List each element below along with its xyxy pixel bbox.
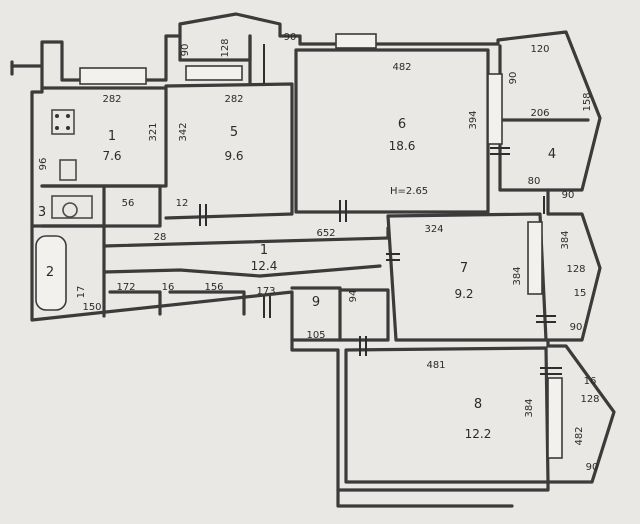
bathtub — [35, 235, 67, 311]
windows — [35, 33, 563, 459]
room-number: 8 — [474, 397, 482, 412]
room-number: 1 — [260, 243, 268, 258]
dimension-label: 16 — [584, 376, 597, 387]
dimension-label: 16 — [162, 282, 175, 293]
dimension-label: 90 — [508, 72, 519, 85]
dimension-label: 158 — [582, 92, 593, 111]
room-number: 5 — [230, 125, 238, 140]
room-area: 18.6 — [389, 139, 416, 153]
dimension-label: 394 — [468, 110, 479, 129]
dimension-label: 17 — [76, 286, 87, 299]
dimension-label: 90 — [586, 462, 599, 473]
dimension-label: 105 — [306, 330, 325, 341]
room-labels: 1 7.6 5 9.6 6 18.6 2 3 4 7 9.2 8 12.2 1 … — [38, 117, 556, 441]
sink-icon — [59, 159, 77, 181]
dimension-label: 128 — [580, 394, 599, 405]
dimension-label: 15 — [574, 288, 587, 299]
dimension-label: 94 — [348, 290, 359, 303]
dimension-label: 652 — [316, 228, 335, 239]
window-3 — [335, 33, 377, 49]
dimension-label: 90 — [562, 190, 575, 201]
room-number: 7 — [460, 261, 468, 276]
room-area: 12.2 — [465, 427, 492, 441]
room-number: 1 — [108, 129, 116, 144]
dimension-label: 80 — [528, 176, 541, 187]
window-5 — [527, 221, 543, 295]
room-area: 9.2 — [454, 287, 473, 301]
dimension-label: 282 — [102, 94, 121, 105]
room-number: 3 — [38, 205, 46, 220]
room-number: 4 — [548, 147, 556, 162]
dimension-label: 120 — [530, 44, 549, 55]
room-number: 9 — [312, 295, 320, 310]
dimension-label: 282 — [224, 94, 243, 105]
dimension-label: 321 — [148, 122, 159, 141]
dimension-label: 481 — [426, 360, 445, 371]
dimension-label: 206 — [530, 108, 549, 119]
dimension-label: 482 — [574, 426, 585, 445]
room-area: 12.4 — [251, 259, 278, 273]
dimension-label: 173 — [256, 286, 275, 297]
dimension-label: 342 — [178, 122, 189, 141]
window-2 — [185, 65, 243, 81]
window-6 — [547, 377, 563, 459]
room-number: 6 — [398, 117, 406, 132]
dimension-label: 90 — [284, 32, 297, 43]
window-1 — [79, 67, 147, 85]
dimension-label: 324 — [424, 224, 443, 235]
dimension-label: 28 — [154, 232, 167, 243]
dimension-label: 150 — [82, 302, 101, 313]
dimension-label: 156 — [204, 282, 223, 293]
stove-icon — [51, 109, 75, 135]
toilet-icon — [62, 202, 78, 218]
dimension-label: 90 — [180, 44, 191, 57]
door-marks — [199, 44, 562, 375]
window-4 — [487, 73, 503, 145]
dimension-label: 90 — [570, 322, 583, 333]
room-area: 9.6 — [224, 149, 243, 163]
dimension-label: 12 — [176, 198, 189, 209]
dimension-label: 172 — [116, 282, 135, 293]
dimension-label: 384 — [560, 230, 571, 249]
dimension-label: 56 — [122, 198, 135, 209]
dimension-labels: 282 282 482 342 321 394 120 206 90 90 80… — [38, 32, 600, 473]
ceiling-height-note: H=2.65 — [390, 186, 428, 197]
dimension-label: 482 — [392, 62, 411, 73]
dimension-label: 96 — [38, 158, 49, 171]
dimension-label: 384 — [512, 266, 523, 285]
interior-walls — [30, 34, 590, 484]
room-number: 2 — [46, 265, 54, 280]
dimension-label: 128 — [220, 38, 231, 57]
dimension-label: 128 — [566, 264, 585, 275]
dimension-label: 384 — [524, 398, 535, 417]
room-area: 7.6 — [102, 149, 121, 163]
